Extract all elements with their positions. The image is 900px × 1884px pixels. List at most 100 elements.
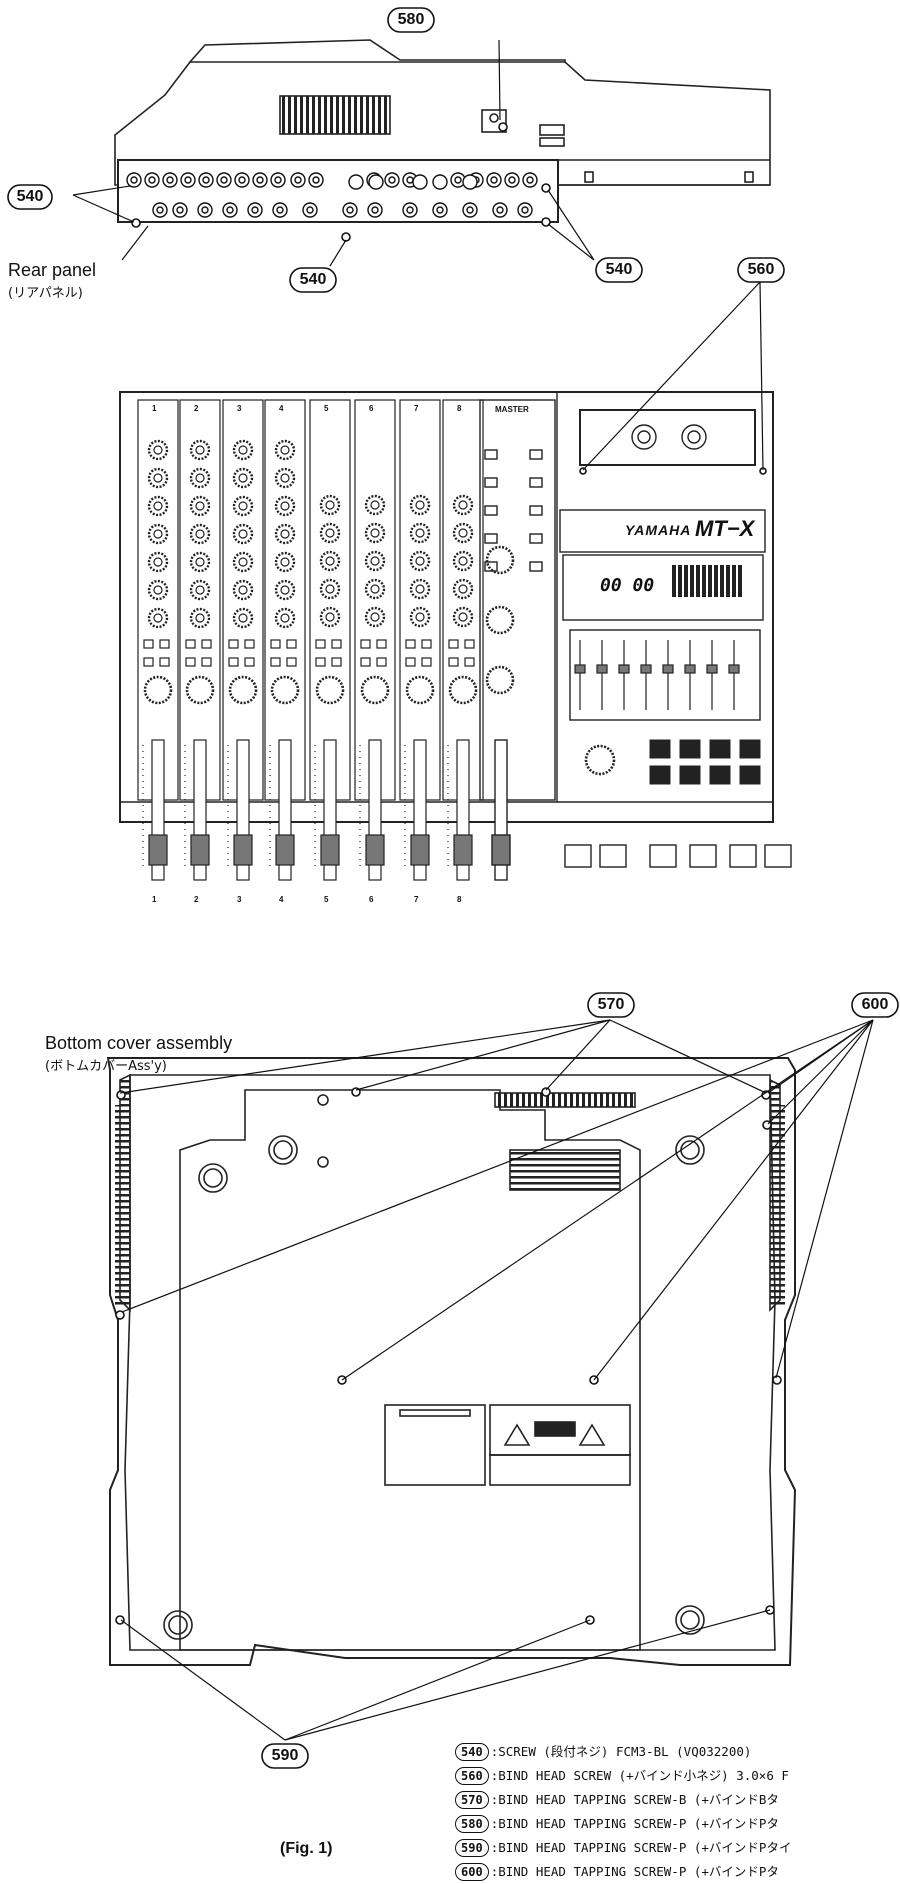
legend-row: 580:BIND HEAD TAPPING SCREW-P (+バインドPタ xyxy=(455,1812,900,1836)
knob xyxy=(452,522,474,544)
meter-segment xyxy=(732,565,736,597)
channel-number: 7 xyxy=(414,404,419,413)
channel-number: 1 xyxy=(152,895,157,904)
knob xyxy=(409,606,431,628)
channel-number: 5 xyxy=(324,404,329,413)
channel-strip xyxy=(442,399,484,881)
channel-number: 6 xyxy=(369,895,374,904)
knob xyxy=(274,579,296,601)
knob xyxy=(189,607,211,629)
legend-num: 540 xyxy=(455,1743,489,1761)
monitor-fader xyxy=(640,640,652,710)
knob xyxy=(319,494,341,516)
knob xyxy=(364,522,386,544)
channel-strip xyxy=(179,399,221,881)
monitor-fader xyxy=(728,640,740,710)
legend-num: 590 xyxy=(455,1839,489,1857)
legend-text: :BIND HEAD TAPPING SCREW-P (+バインドPタ xyxy=(490,1864,779,1879)
knob xyxy=(189,495,211,517)
knob xyxy=(319,606,341,628)
meter-segment xyxy=(678,565,682,597)
mixer-top-panel xyxy=(119,391,774,823)
meter-segment xyxy=(684,565,688,597)
callout-600: 600 xyxy=(861,996,889,1013)
rear-panel-label: Rear panel xyxy=(8,260,97,280)
channel-number: 8 xyxy=(457,404,462,413)
callout-540-center: 540 xyxy=(299,271,327,288)
parts-legend: 540:SCREW (段付ネジ) FCM3-BL (VQ032200) 560:… xyxy=(455,1740,900,1884)
callout-590: 590 xyxy=(271,1747,299,1764)
callout-circles xyxy=(7,7,899,1769)
monitor-fader xyxy=(684,640,696,710)
channel-number: 2 xyxy=(194,895,199,904)
channel-number: 7 xyxy=(414,895,419,904)
channel-number: 4 xyxy=(279,404,284,413)
knob xyxy=(319,522,341,544)
knob xyxy=(232,551,254,573)
knob xyxy=(364,494,386,516)
channel-number: 8 xyxy=(457,895,462,904)
knob xyxy=(319,550,341,572)
figure-caption: (Fig. 1) xyxy=(280,1840,333,1857)
knob xyxy=(319,578,341,600)
master-knob xyxy=(485,545,515,575)
level-meter xyxy=(564,565,792,868)
channel-number: 5 xyxy=(324,895,329,904)
transport-buttons xyxy=(564,844,792,868)
rear-jack xyxy=(462,174,478,190)
channel-number: 1 xyxy=(152,404,157,413)
fader-knob xyxy=(410,834,430,866)
knob xyxy=(409,522,431,544)
meter-segment xyxy=(738,565,742,597)
legend-text: :BIND HEAD TAPPING SCREW-B (+バインドBタ xyxy=(490,1792,779,1807)
legend-text: :SCREW (段付ネジ) FCM3-BL (VQ032200) xyxy=(490,1744,752,1759)
callout-560: 560 xyxy=(747,261,775,278)
channel-strip xyxy=(354,399,396,881)
channel-strip xyxy=(309,399,351,881)
knob xyxy=(274,439,296,461)
knob xyxy=(364,550,386,572)
monitor-fader xyxy=(662,640,674,710)
knob xyxy=(232,467,254,489)
monitor-fader xyxy=(596,640,608,710)
meter-segment xyxy=(708,565,712,597)
monitor-fader xyxy=(706,640,718,710)
meter-segment xyxy=(726,565,730,597)
knob xyxy=(274,523,296,545)
knob xyxy=(364,606,386,628)
knob xyxy=(274,467,296,489)
knob xyxy=(147,495,169,517)
meter-segment xyxy=(690,565,694,597)
legend-row: 540:SCREW (段付ネジ) FCM3-BL (VQ032200) xyxy=(455,1740,900,1764)
knob xyxy=(147,523,169,545)
knob xyxy=(232,579,254,601)
rear-jack xyxy=(432,174,448,190)
panel-display: 00 00 xyxy=(600,575,655,596)
legend-text: :BIND HEAD SCREW (+バインド小ネジ) 3.0×6 F xyxy=(490,1768,789,1783)
channel-number: 3 xyxy=(237,404,242,413)
knob xyxy=(189,551,211,573)
panel-master-label: MASTER xyxy=(495,405,529,414)
meter-segment xyxy=(672,565,676,597)
legend-num: 560 xyxy=(455,1767,489,1785)
knob xyxy=(274,495,296,517)
legend-num: 570 xyxy=(455,1791,489,1809)
knob xyxy=(232,439,254,461)
monitor-fader xyxy=(574,640,586,710)
rear-jack xyxy=(348,174,364,190)
knob xyxy=(147,607,169,629)
bottom-cover-assembly xyxy=(106,1057,797,1666)
master-section xyxy=(484,449,543,881)
legend-row: 570:BIND HEAD TAPPING SCREW-B (+バインドBタ xyxy=(455,1788,900,1812)
pitch-knob xyxy=(584,744,616,776)
knob xyxy=(409,494,431,516)
bottom-cover-label: Bottom cover assembly xyxy=(45,1033,233,1053)
monitor-fader xyxy=(618,640,630,710)
knob xyxy=(147,467,169,489)
meter-segment xyxy=(714,565,718,597)
callout-570: 570 xyxy=(597,996,625,1013)
channel-number: 3 xyxy=(237,895,242,904)
panel-model: MT−X xyxy=(695,516,755,541)
fader-knob xyxy=(233,834,253,866)
